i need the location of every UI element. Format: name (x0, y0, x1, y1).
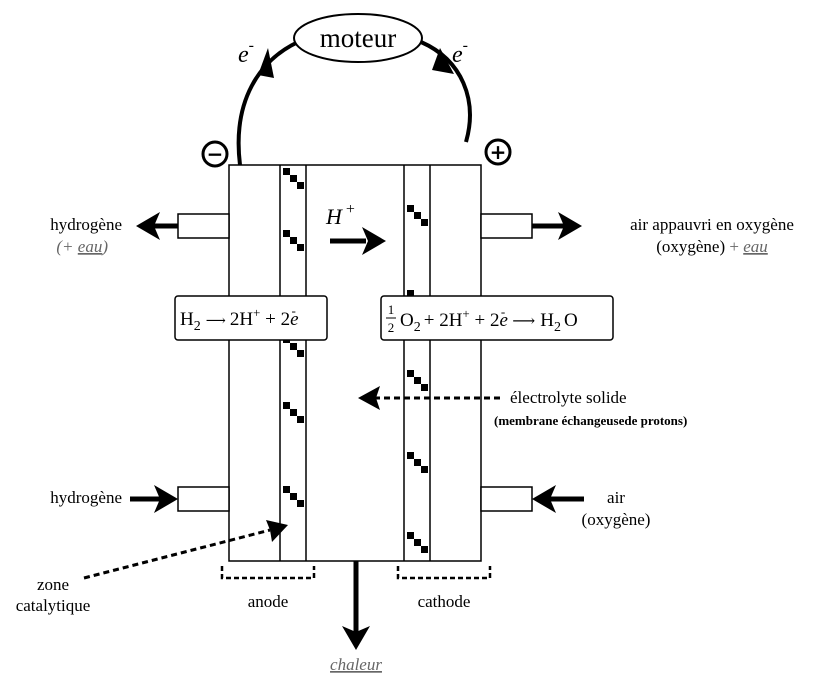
external-circuit-wire-right (420, 40, 472, 143)
anode-reaction: H2⟶2H+ + 2e- (180, 303, 299, 334)
electrolyte-label: électrolyte solide (510, 388, 627, 407)
hydrogen-outlet-arrow (136, 212, 178, 240)
negative-terminal (201, 140, 229, 168)
air-outlet-arrow (532, 212, 582, 240)
hydrogen-inlet-label: hydrogène (50, 488, 122, 507)
negative-terminal-sign: − (207, 142, 224, 166)
positive-terminal (484, 138, 512, 166)
catalytic-zone-label-2: catalytique (16, 596, 91, 615)
svg-text:2: 2 (388, 320, 395, 335)
electron-arrowhead-left (258, 48, 274, 78)
air-inlet-label: air (607, 488, 625, 507)
hydrogen-outlet-label: hydrogène (50, 215, 122, 234)
heat-arrow (342, 561, 370, 650)
hydrogen-inlet-port (177, 486, 230, 512)
air-outlet-water-label: (oxygène) + eau (656, 237, 768, 256)
catalytic-zone-label: zone (37, 575, 69, 594)
motor-label: moteur (320, 23, 396, 53)
anode-reaction-box (174, 295, 328, 341)
hydrogen-outlet-water-label: (+ eau) (56, 237, 108, 256)
electron-label-right: e- (452, 37, 468, 68)
proton-arrow (330, 227, 386, 255)
external-circuit-wire (236, 40, 299, 166)
air-inlet-arrow (532, 485, 584, 513)
electron-arrowhead-right (432, 48, 454, 74)
hydrogen-outlet-port (177, 213, 230, 239)
motor (293, 13, 423, 63)
proton-label: H+ (325, 201, 355, 229)
positive-terminal-sign: + (490, 140, 507, 164)
cell-body (228, 164, 482, 562)
cathode-label: cathode (418, 592, 471, 611)
svg-text:1: 1 (388, 302, 395, 317)
cathode-reaction-box (380, 295, 614, 341)
electrolyte-pointer (358, 386, 500, 410)
catalytic-zone-pointer (83, 520, 288, 580)
air-outlet-port (480, 213, 533, 239)
hydrogen-inlet-arrow (130, 485, 178, 513)
heat-label: chaleur (330, 655, 382, 674)
anode-label: anode (248, 592, 289, 611)
anode-bracket (220, 566, 316, 580)
air-inlet-oxygen-label: (oxygène) (582, 510, 651, 529)
membrane-label: (membrane échangeusede protons) (494, 413, 687, 428)
electron-label-left: e- (238, 37, 254, 68)
air-inlet-port (480, 486, 533, 512)
cathode-bracket (396, 566, 492, 580)
air-outlet-label: air appauvri en oxygène (630, 215, 794, 234)
svg-text:O2+ 2H+ + 2e-⟶H2O: O2+ 2H+ + 2e-⟶H2O (400, 304, 578, 335)
